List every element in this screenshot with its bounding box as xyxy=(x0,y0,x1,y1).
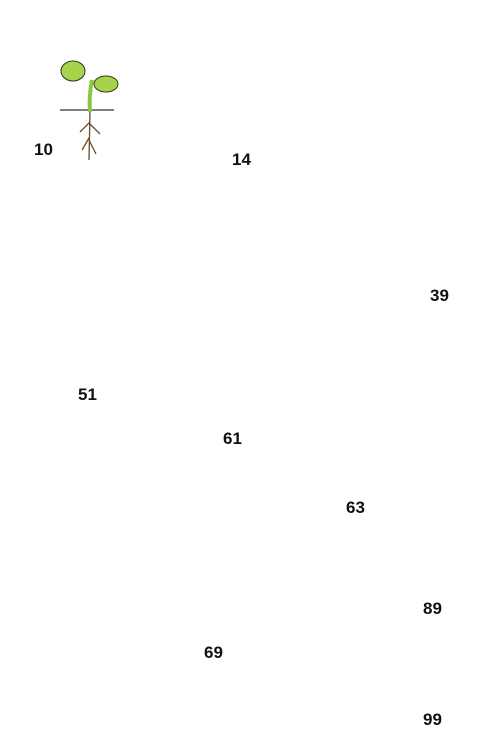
stage-10-seedling xyxy=(60,61,118,160)
seedling-root xyxy=(80,112,100,160)
cotyledon-right xyxy=(94,76,118,92)
stage-label-14: 14 xyxy=(232,151,251,168)
stage-label-89: 89 xyxy=(423,600,442,617)
stage-label-99: 99 xyxy=(423,711,442,728)
stage-label-51: 51 xyxy=(78,386,97,403)
stage-label-63: 63 xyxy=(346,499,365,516)
stage-label-69: 69 xyxy=(204,644,223,661)
stage-label-39: 39 xyxy=(430,287,449,304)
cotyledon-left xyxy=(61,61,85,81)
stage-label-61: 61 xyxy=(223,430,242,447)
stage-label-10: 10 xyxy=(34,141,53,158)
seedling-stem xyxy=(90,80,92,112)
